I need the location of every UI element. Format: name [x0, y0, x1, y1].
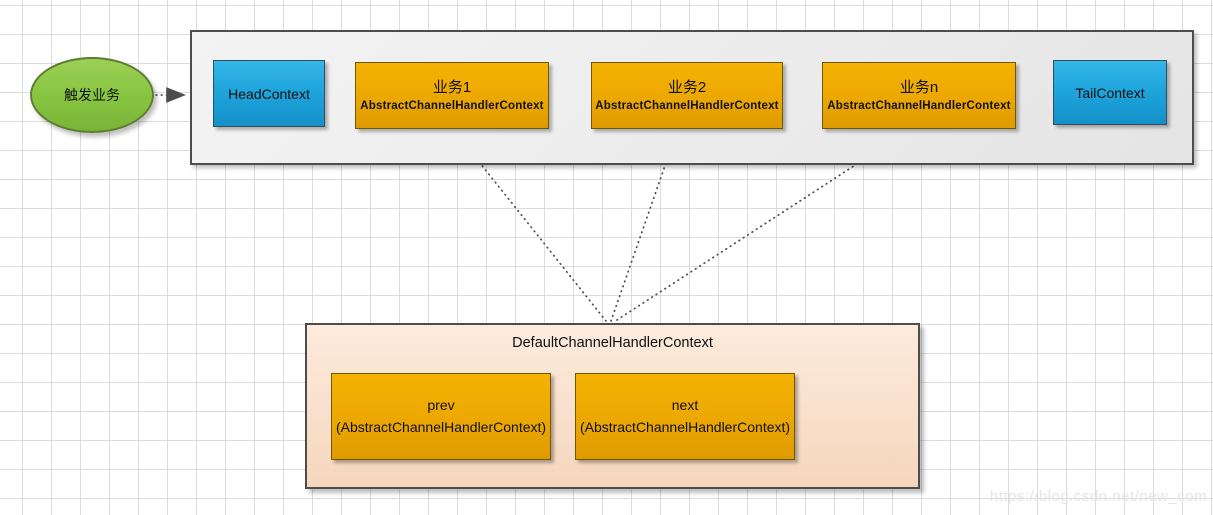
handler-subtitle: AbstractChannelHandlerContext	[595, 99, 779, 112]
handler-node-n: 业务n AbstractChannelHandlerContext	[822, 62, 1016, 129]
handler-node-2: 业务2 AbstractChannelHandlerContext	[591, 62, 783, 129]
handler-title: 业务1	[432, 79, 472, 97]
next-type: (AbstractChannelHandlerContext)	[579, 418, 791, 435]
watermark: https://blog.csdn.net/new_com	[989, 488, 1207, 505]
head-context-label: HeadContext	[228, 85, 310, 102]
context-panel-title: DefaultChannelHandlerContext	[512, 335, 713, 351]
next-label: next	[671, 396, 699, 413]
prev-label: prev	[427, 396, 455, 413]
head-context-node: HeadContext	[213, 60, 325, 127]
pipeline-container: HeadContext 业务1 AbstractChannelHandlerCo…	[190, 30, 1194, 165]
handler-subtitle: AbstractChannelHandlerContext	[827, 99, 1011, 112]
default-channel-handler-context-panel: DefaultChannelHandlerContext prev (Abstr…	[305, 323, 920, 489]
handler-subtitle: AbstractChannelHandlerContext	[360, 99, 544, 112]
handler-title: 业务n	[899, 79, 939, 97]
trigger-ellipse: 触发业务	[30, 57, 154, 133]
handler-title: 业务2	[667, 79, 707, 97]
handler-node-1: 业务1 AbstractChannelHandlerContext	[355, 62, 549, 129]
prev-node: prev (AbstractChannelHandlerContext)	[331, 373, 551, 460]
trigger-label: 触发业务	[64, 87, 120, 103]
tail-context-node: TailContext	[1053, 60, 1167, 125]
prev-type: (AbstractChannelHandlerContext)	[335, 418, 547, 435]
tail-context-label: TailContext	[1075, 84, 1145, 101]
next-node: next (AbstractChannelHandlerContext)	[575, 373, 795, 460]
